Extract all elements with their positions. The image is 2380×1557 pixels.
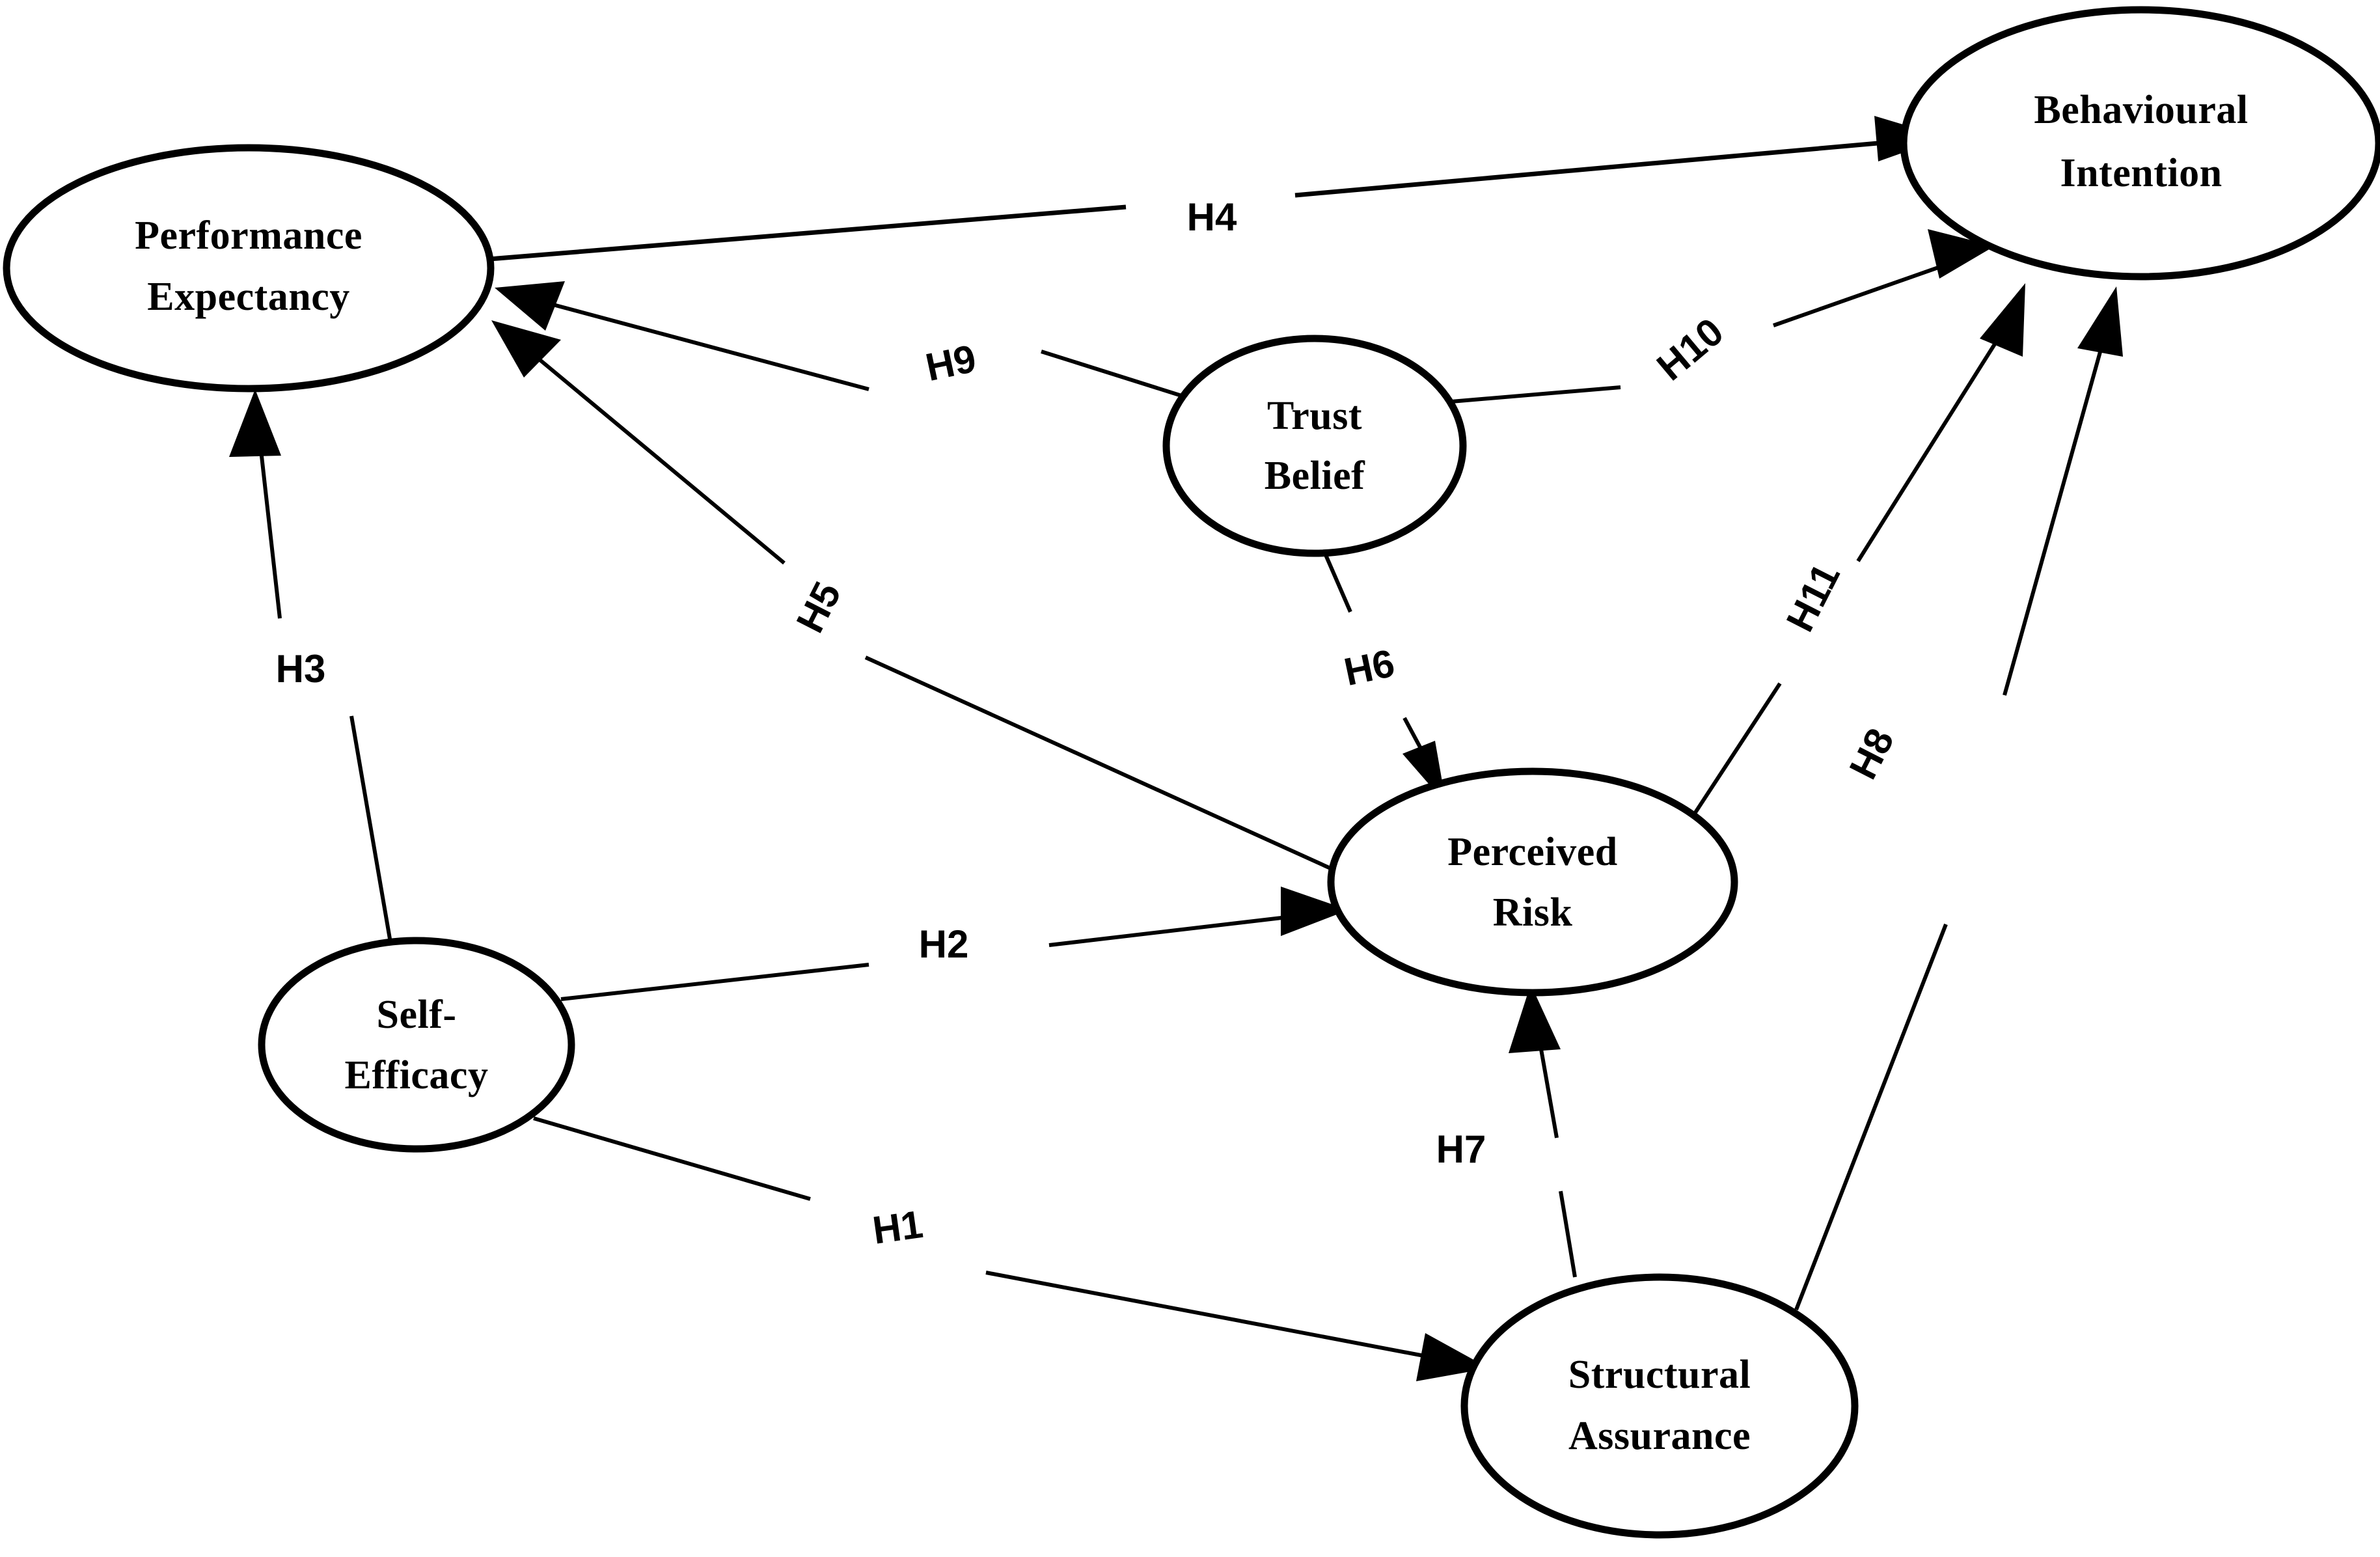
- node-performance-expectancy[interactable]: Performance Expectancy: [3, 144, 495, 393]
- edge-h2-arrowhead: [1281, 887, 1348, 936]
- node-trust-belief-label-line1: Trust: [1267, 394, 1362, 438]
- edge-h10-arrowhead: [1928, 229, 1995, 279]
- node-self-efficacy-label-line1: Self-: [376, 993, 456, 1037]
- edge-h7: H7: [1436, 984, 1577, 1278]
- node-behavioural-intention[interactable]: Behavioural Intention: [1900, 6, 2380, 281]
- edge-h7-segment-lower: [1559, 1191, 1577, 1278]
- edge-h9-segment-right: [1041, 350, 1186, 399]
- edge-h1: H1: [533, 1116, 1489, 1381]
- node-perceived-risk-label-line2: Risk: [1493, 890, 1573, 935]
- node-trust-belief[interactable]: Trust Belief: [1162, 335, 1467, 557]
- edge-label-h1: H1: [870, 1202, 925, 1252]
- edge-h11-segment-upper: [1856, 329, 2005, 562]
- node-behavioural-intention-shape[interactable]: [1900, 6, 2380, 281]
- edge-h4-segment-right: [1294, 135, 1937, 198]
- node-structural-assurance-shape[interactable]: [1460, 1273, 1859, 1539]
- node-self-efficacy-label-line2: Efficacy: [345, 1053, 489, 1097]
- edge-h5-segment-lower: [864, 655, 1343, 875]
- edge-h5-segment-upper: [513, 337, 786, 565]
- node-self-efficacy[interactable]: Self- Efficacy: [258, 937, 575, 1153]
- edge-label-h6: H6: [1341, 641, 1399, 694]
- edge-h1-segment-right: [985, 1271, 1449, 1362]
- node-behavioural-intention-label-line1: Behavioural: [2034, 88, 2248, 132]
- node-perceived-risk-label-line1: Perceived: [1447, 830, 1618, 874]
- node-performance-expectancy-label-line1: Performance: [135, 214, 362, 258]
- edge-h3: H3: [229, 389, 392, 943]
- node-trust-belief-label-line2: Belief: [1265, 454, 1365, 498]
- edge-h8-arrowhead: [2077, 286, 2123, 357]
- edge-label-h2: H2: [919, 922, 969, 966]
- edge-h11-segment-lower: [1685, 682, 1782, 827]
- edge-h2-segment-right: [1048, 913, 1310, 947]
- edge-h8: H8: [1794, 286, 2123, 1311]
- edge-h6: H6: [1322, 551, 1446, 804]
- node-behavioural-intention-label-line2: Intention: [2060, 151, 2222, 195]
- node-structural-assurance-label-line2: Assurance: [1568, 1414, 1751, 1458]
- edge-h2: H2: [560, 887, 1348, 1001]
- edge-label-h3: H3: [276, 647, 326, 691]
- edge-h2-segment-left: [560, 963, 869, 1001]
- edge-h9: H9: [495, 281, 1186, 399]
- edge-h6-segment-upper: [1322, 551, 1352, 613]
- edge-h10-segment-upper: [1773, 257, 1963, 327]
- edge-label-h4: H4: [1187, 195, 1237, 239]
- edge-h3-arrowhead: [229, 389, 281, 457]
- edge-h3-segment-lower: [349, 715, 392, 943]
- edge-h8-segment-lower: [1794, 923, 1948, 1311]
- edge-h1-segment-left: [533, 1116, 811, 1201]
- edge-label-h8: H8: [1841, 722, 1903, 786]
- edge-h8-segment-upper: [2003, 333, 2107, 696]
- node-trust-belief-shape[interactable]: [1162, 335, 1467, 557]
- edge-h5-arrowhead: [491, 320, 561, 378]
- edge-h7-arrowhead: [1509, 984, 1561, 1053]
- node-structural-assurance-label-line1: Structural: [1568, 1353, 1751, 1397]
- edge-label-h10: H10: [1648, 309, 1731, 389]
- edge-h10-segment-lower: [1443, 385, 1621, 404]
- edge-h4-segment-left: [489, 204, 1127, 262]
- edge-label-h5: H5: [788, 575, 850, 640]
- edge-label-h7: H7: [1436, 1127, 1486, 1171]
- edge-h11-arrowhead: [1980, 283, 2025, 357]
- node-self-efficacy-shape[interactable]: [258, 937, 575, 1153]
- edge-h4: H4: [489, 116, 1946, 262]
- node-performance-expectancy-label-line2: Expectancy: [147, 275, 350, 319]
- edge-label-h9: H9: [922, 337, 980, 389]
- edge-h9-segment-left: [513, 292, 869, 391]
- edge-h9-arrowhead: [495, 281, 565, 331]
- node-structural-assurance[interactable]: Structural Assurance: [1460, 1273, 1859, 1539]
- edge-label-h11: H11: [1778, 557, 1848, 639]
- node-perceived-risk[interactable]: Perceived Risk: [1327, 767, 1738, 997]
- node-perceived-risk-shape[interactable]: [1327, 767, 1738, 997]
- edge-h3-segment-upper: [257, 432, 282, 619]
- node-performance-expectancy-shape[interactable]: [3, 144, 495, 393]
- edge-h10: H10: [1443, 229, 1995, 404]
